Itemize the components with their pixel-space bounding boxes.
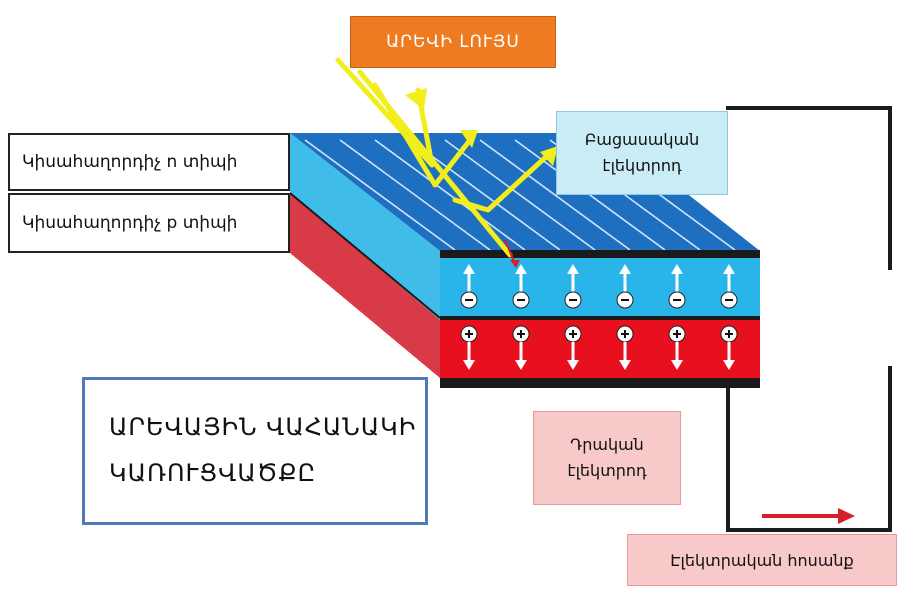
sunlight-arrowheads (405, 88, 558, 166)
title-line1: ԱՐԵՎԱՅԻՆ ՎԱՀԱՆԱԿԻ (109, 413, 417, 442)
sunlight-rays (335, 57, 551, 258)
top-electrode-strip (440, 250, 760, 258)
p-layer-front (440, 320, 760, 378)
negative-electrode-label: Բացասական էլեկտրոդ (556, 111, 728, 195)
electric-current-label: Էլեկտրական հոսանք (627, 534, 897, 586)
circuit-wire-top (726, 106, 892, 270)
positive-electrode-line1: Դրական (570, 435, 644, 455)
sunlight-label: ԱՐԵՎԻ ԼՈՒՅՍ (350, 16, 556, 68)
negative-electrode-line1: Բացասական (584, 130, 700, 150)
p-type-label: Կիսահաղորդիչ p տիպի (8, 193, 290, 253)
diagram-title: ԱՐԵՎԱՅԻՆ ՎԱՀԱՆԱԿԻ ԿԱՌՈՒՑՎԱԾՔԸ (82, 377, 428, 525)
n-type-label: Կիսահաղորդիչ n տիպի (8, 133, 290, 191)
junction-strip (440, 316, 760, 320)
n-layer-front (440, 258, 760, 316)
positive-charges (460, 325, 738, 370)
title-line2: ԿԱՌՈՒՑՎԱԾՔԸ (109, 459, 317, 487)
panel-side-p (290, 193, 440, 378)
bottom-electrode-strip (440, 378, 760, 388)
panel-grid-lines (304, 139, 736, 251)
circuit-wire-bottom (726, 366, 892, 532)
positive-electrode-label: Դրական էլեկտրոդ (533, 411, 681, 505)
negative-electrode-line2: էլեկտրոդ (602, 156, 682, 175)
panel-side-n (290, 133, 440, 320)
negative-charges (460, 264, 738, 309)
positive-electrode-line2: էլեկտրոդ (567, 461, 647, 480)
